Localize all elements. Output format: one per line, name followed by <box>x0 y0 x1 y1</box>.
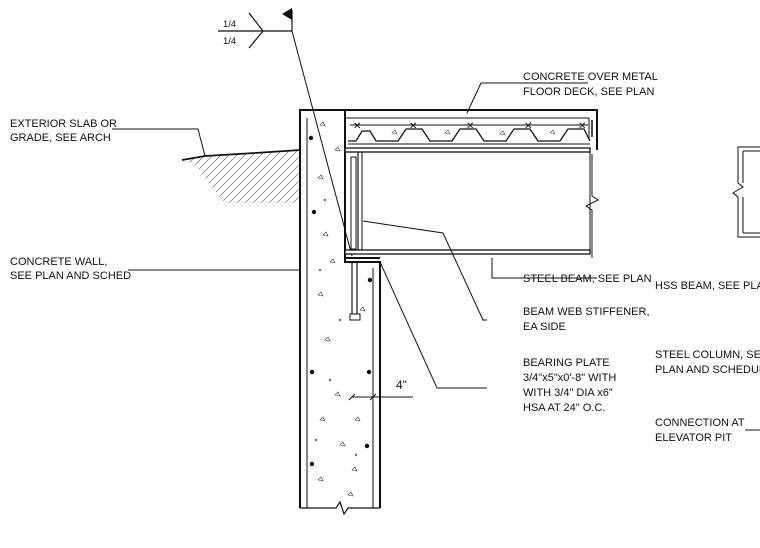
weld-size-bottom: 1/4 <box>223 36 236 47</box>
label-connection: CONNECTION AT ELEVATOR PIT <box>655 417 745 444</box>
field-weld-flag-icon <box>282 8 292 20</box>
label-concrete-deck-line1: CONCRETE OVER METAL <box>523 71 658 83</box>
exterior-grade <box>112 128 301 203</box>
svg-text:✕: ✕ <box>353 121 361 132</box>
label-connection-line2: ELEVATOR PIT <box>655 432 732 444</box>
concrete-deck: ✕ ✕ ✕ ✕ ✕ <box>345 82 593 145</box>
label-web-stiffener-line2: EA SIDE <box>523 321 566 333</box>
label-concrete-deck: CONCRETE OVER METAL FLOOR DECK, SEE PLAN <box>523 71 658 98</box>
label-concrete-wall: CONCRETE WALL, SEE PLAN AND SCHED <box>10 256 131 282</box>
label-hss-beam: HSS BEAM, SEE PLAN <box>655 280 760 292</box>
rebar-dots <box>308 135 373 467</box>
label-concrete-wall-line2: SEE PLAN AND SCHED <box>10 270 131 282</box>
label-exterior-slab-line1: EXTERIOR SLAB OR <box>10 118 117 130</box>
weld-symbol: 1/4 1/4 <box>218 8 353 257</box>
concrete-wall <box>128 109 598 516</box>
svg-text:✕: ✕ <box>524 121 532 132</box>
label-exterior-slab-line2: GRADE, SEE ARCH <box>10 132 111 144</box>
mesh-ties: ✕ ✕ ✕ ✕ ✕ <box>353 121 586 132</box>
concrete-aggregate <box>314 121 366 497</box>
svg-text:✕: ✕ <box>578 121 586 132</box>
label-bearing-plate-line2: 3/4"x5"x0'-8" WITH <box>523 372 616 384</box>
svg-text:✕: ✕ <box>409 121 417 132</box>
label-steel-column-line1: STEEL COLUMN, SEE <box>655 349 760 361</box>
dimension-4in: 4" <box>348 378 413 401</box>
weld-size-top: 1/4 <box>223 19 236 30</box>
svg-text:✕: ✕ <box>466 121 474 132</box>
label-steel-column-line2: PLAN AND SCHEDULE <box>655 364 760 376</box>
label-web-stiffener-line1: BEAM WEB STIFFENER, <box>523 306 650 318</box>
hss-partial-view <box>732 146 760 431</box>
label-steel-beam-line1: STEEL BEAM, SEE PLAN <box>523 273 652 285</box>
label-steel-beam: STEEL BEAM, SEE PLAN <box>523 273 652 285</box>
label-steel-column: STEEL COLUMN, SEE PLAN AND SCHEDULE <box>655 349 760 376</box>
label-web-stiffener: BEAM WEB STIFFENER, EA SIDE <box>523 306 650 333</box>
label-hss-beam-line1: HSS BEAM, SEE PLAN <box>655 280 760 292</box>
label-concrete-wall-line1: CONCRETE WALL, <box>10 256 107 268</box>
label-bearing-plate-line3: WITH 3/4" DIA x6" <box>523 387 613 399</box>
dimension-text: 4" <box>396 378 407 392</box>
label-bearing-plate-line4: HSA AT 24" O.C. <box>523 402 605 414</box>
web-stiffener <box>350 156 357 250</box>
bearing-plate <box>345 220 487 389</box>
label-bearing-plate-line1: BEARING PLATE <box>523 357 610 369</box>
label-connection-line1: CONNECTION AT <box>655 417 745 429</box>
label-bearing-plate: BEARING PLATE 3/4"x5"x0'-8" WITH WITH 3/… <box>523 357 616 414</box>
steel-beam <box>344 147 599 279</box>
label-concrete-deck-line2: FLOOR DECK, SEE PLAN <box>523 86 654 98</box>
label-exterior-slab: EXTERIOR SLAB OR GRADE, SEE ARCH <box>10 118 117 144</box>
